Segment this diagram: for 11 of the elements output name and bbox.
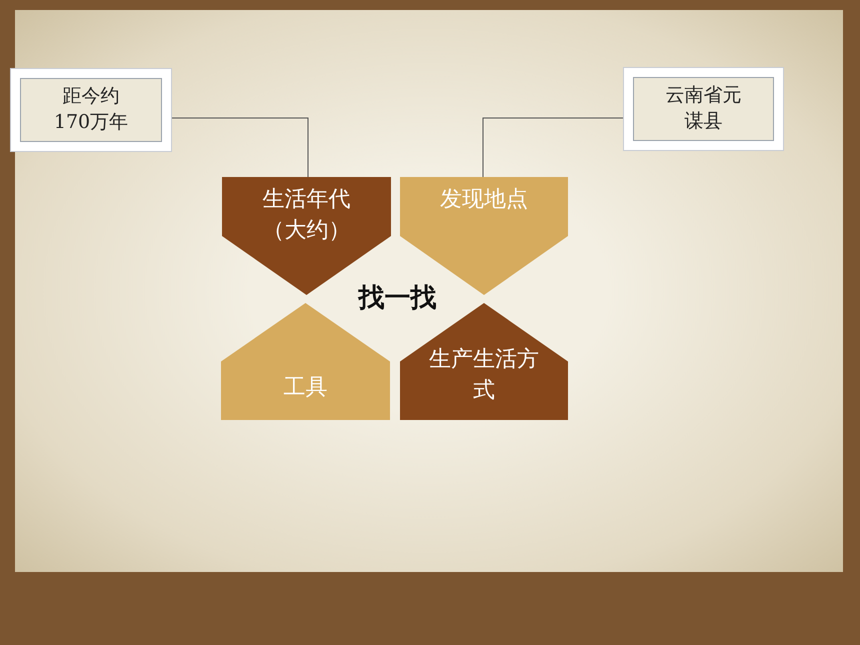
text-box (623, 67, 784, 151)
box-text: 距今约170万年 (53, 84, 129, 135)
leader-line (172, 118, 308, 178)
shape-label: 生活年代（大约） (262, 186, 352, 245)
text-box (10, 68, 172, 152)
leader-line (482, 118, 624, 178)
shape-label: 生产生活方式 (428, 346, 540, 405)
center-label: 找一找 (356, 282, 438, 315)
shape-label: 工具 (282, 374, 328, 402)
shape-label: 发现地点 (439, 186, 529, 214)
box-text: 云南省元谋县 (666, 83, 742, 134)
